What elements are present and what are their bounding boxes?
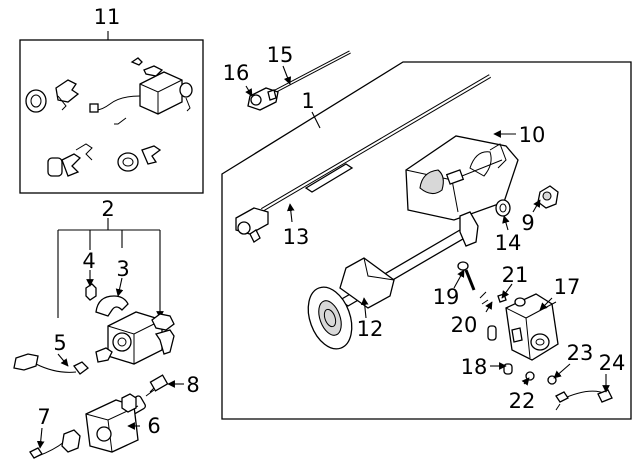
callout-23: 23	[567, 341, 594, 365]
ignition-group-bracket	[57, 218, 164, 319]
column-box	[221, 61, 632, 420]
steering-shaft	[235, 74, 492, 243]
callout-1: 1	[301, 89, 314, 113]
callout-2: 2	[101, 197, 114, 221]
lock-set-box	[19, 31, 204, 194]
callout-18: 18	[461, 355, 488, 379]
callout-11: 11	[94, 5, 121, 29]
callout-4: 4	[82, 249, 95, 273]
callout-20: 20	[451, 313, 478, 337]
callout-labels: 1 2 3 4 5 6 7 8 9 10 11 12 13 14 15 16 1…	[37, 5, 625, 438]
callout-19: 19	[433, 285, 460, 309]
callout-10: 10	[519, 123, 546, 147]
callout-14: 14	[495, 231, 522, 255]
callout-6: 6	[147, 414, 160, 438]
callout-16: 16	[223, 61, 250, 85]
callout-7: 7	[37, 405, 50, 429]
callout-8: 8	[186, 373, 199, 397]
callout-24: 24	[599, 351, 626, 375]
callout-21: 21	[502, 263, 529, 287]
callout-5: 5	[53, 331, 66, 355]
callout-15: 15	[267, 43, 294, 67]
callout-13: 13	[283, 225, 310, 249]
callout-leaders	[36, 65, 610, 449]
intermediate-shaft	[247, 50, 351, 111]
switch-and-harness	[547, 375, 613, 411]
lock-housing	[505, 293, 559, 361]
callout-9: 9	[521, 211, 534, 235]
callout-22: 22	[509, 389, 536, 413]
callout-3: 3	[116, 257, 129, 281]
ignition-group-parts	[13, 283, 175, 459]
column-tube	[307, 211, 479, 350]
callout-17: 17	[554, 275, 581, 299]
column-cover	[405, 135, 519, 221]
callout-12: 12	[357, 317, 384, 341]
lock-set-parts	[25, 57, 193, 177]
